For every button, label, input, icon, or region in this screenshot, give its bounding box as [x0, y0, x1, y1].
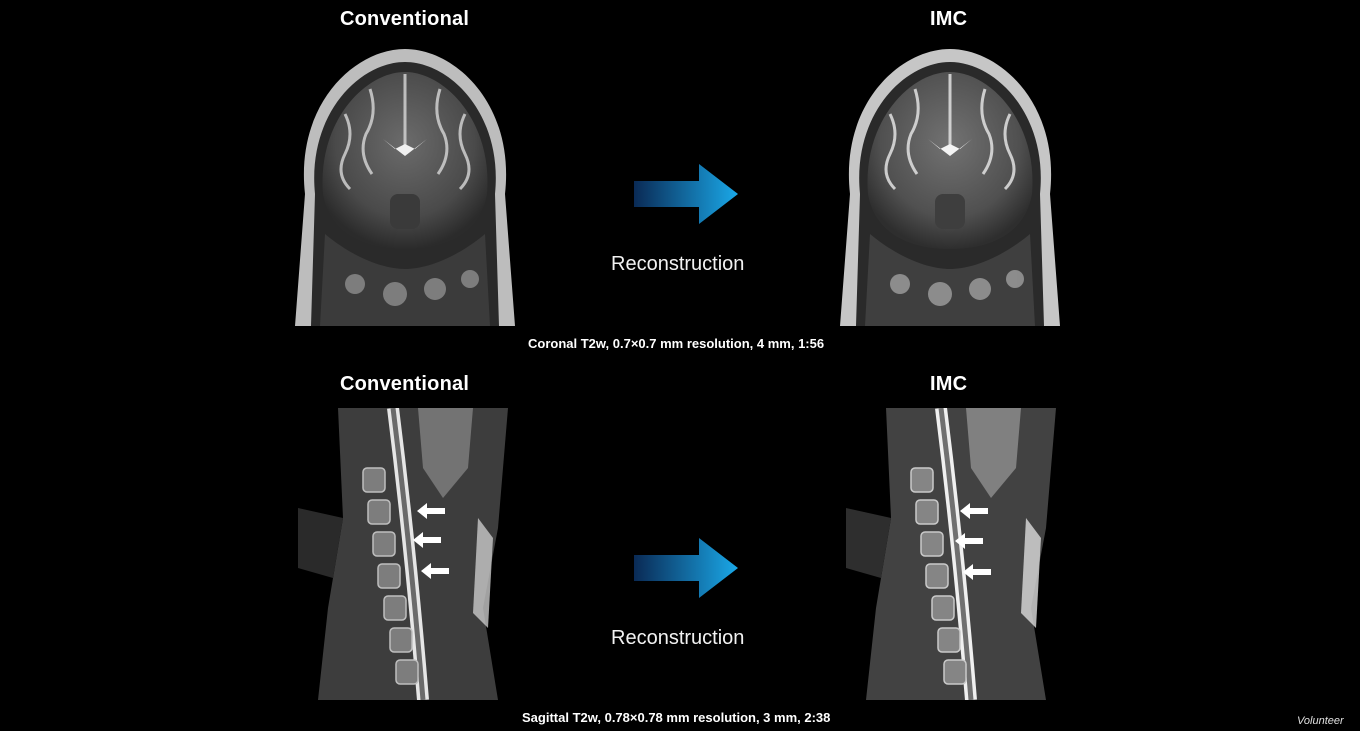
- top-right-title: IMC: [930, 8, 968, 30]
- top-caption: Coronal T2w, 0.7×0.7 mm resolution, 4 mm…: [528, 336, 825, 351]
- bottom-right-title: IMC: [930, 373, 968, 395]
- left-arrow-icon: [960, 503, 988, 519]
- coronal-imc-scan: [830, 44, 1070, 326]
- sagittal-imc-scan: [846, 408, 1064, 700]
- right-arrow-icon: [634, 538, 738, 598]
- left-arrow-icon: [955, 533, 983, 549]
- left-arrow-icon: [417, 503, 445, 519]
- bottom-left-title: Conventional: [340, 373, 470, 395]
- right-arrow-icon: [634, 164, 738, 224]
- volunteer-note: Volunteer: [1297, 715, 1344, 727]
- bottom-reconstruction-label: Reconstruction: [611, 627, 745, 649]
- left-arrow-icon: [421, 563, 449, 579]
- left-arrow-icon: [963, 564, 991, 580]
- top-left-title: Conventional: [340, 8, 470, 30]
- coronal-conventional-scan: [285, 44, 525, 326]
- left-arrow-icon: [413, 532, 441, 548]
- bottom-caption: Sagittal T2w, 0.78×0.78 mm resolution, 3…: [522, 710, 831, 725]
- top-reconstruction-label: Reconstruction: [611, 253, 745, 275]
- sagittal-conventional-scan: [298, 408, 516, 700]
